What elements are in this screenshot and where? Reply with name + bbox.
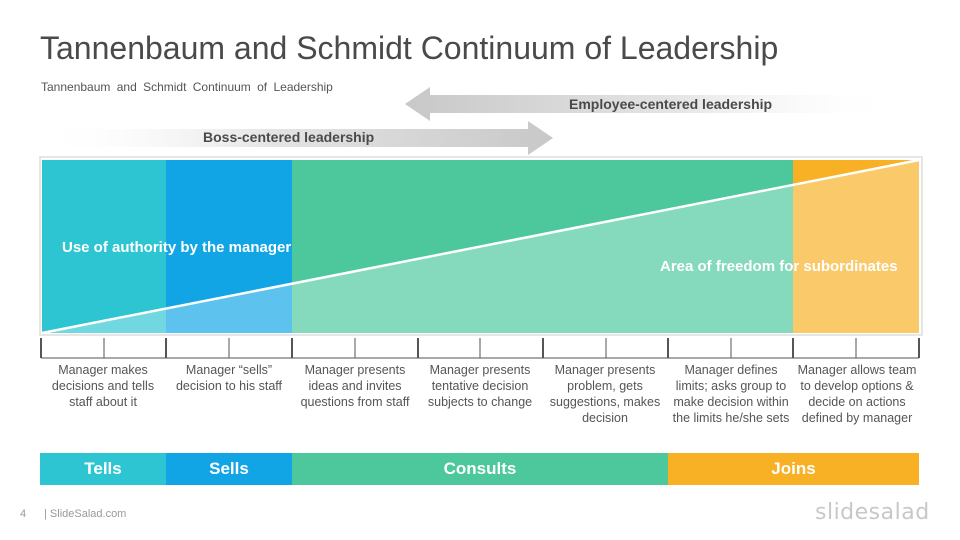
column-consults	[292, 160, 793, 333]
diagonal-line	[41, 158, 920, 335]
style-tells: Tells	[40, 453, 166, 485]
slide-title: Tannenbaum and Schmidt Continuum of Lead…	[40, 30, 779, 66]
style-consults: Consults	[292, 453, 668, 485]
style-joins: Joins	[668, 453, 919, 485]
behavior-5: Manager presents problem, gets suggestio…	[549, 363, 661, 425]
boss-centered-arrow	[40, 121, 553, 155]
brand-logo: slidesalad	[815, 500, 930, 525]
behavior-3: Manager presents ideas and invites quest…	[300, 363, 410, 409]
behavior-4: Manager presents tentative decision subj…	[427, 363, 533, 409]
slide-subtitle: Tannenbaum and Schmidt Continuum of Lead…	[41, 80, 333, 94]
footer-site: | SlideSalad.com	[44, 508, 127, 520]
column-tells	[42, 160, 166, 333]
style-sells: Sells	[166, 453, 292, 485]
behavior-1: Manager makes decisions and tells staff …	[51, 363, 155, 409]
column-joins	[793, 160, 919, 333]
employee-centered-label: Employee-centered leadership	[569, 96, 773, 112]
freedom-label: Area of freedom for subordinates	[660, 258, 898, 275]
page-number: 4	[20, 508, 27, 520]
boss-centered-label: Boss-centered leadership	[203, 129, 375, 145]
authority-label: Use of authority by the manager	[62, 239, 292, 256]
behavior-6: Manager defines limits; asks group to ma…	[672, 363, 790, 425]
behavior-7: Manager allows team to develop options &…	[797, 363, 917, 425]
scale-axis	[40, 338, 920, 359]
employee-centered-arrow	[405, 87, 895, 121]
behavior-2: Manager “sells” decision to his staff	[175, 363, 283, 393]
